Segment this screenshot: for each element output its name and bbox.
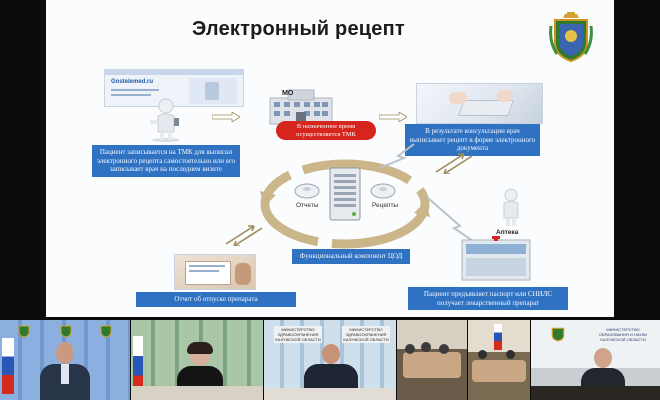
caption-patient-tmk: Пациент записывается на ТМК для выписки … bbox=[92, 145, 240, 177]
coat-of-arms-icon bbox=[551, 327, 565, 342]
double-arrow-icon bbox=[225, 225, 263, 246]
reports-disc-icon bbox=[294, 183, 320, 199]
flag bbox=[2, 338, 14, 394]
arrow-right-icon bbox=[212, 112, 240, 122]
caption-report: Отчет об отпуске препарата bbox=[136, 292, 296, 307]
participant bbox=[36, 342, 94, 400]
site-logo: Gostelemed.ru bbox=[111, 79, 154, 85]
person-figure-icon bbox=[503, 188, 519, 226]
server-icon bbox=[329, 167, 361, 221]
pharmacy-label: Аптека bbox=[496, 229, 519, 236]
ministry-sign: МИНИСТЕРСТВО ОБРАЗОВАНИЯ И НАУКИ КАЛУЖСК… bbox=[598, 327, 648, 342]
caption-doctor-prescribes: В результате консультации врач выписывае… bbox=[405, 124, 540, 156]
ministry-sign: МИНИСТЕРСТВО ЗДРАВООХРАНЕНИЯ КАЛУЖСКОЙ О… bbox=[274, 326, 322, 343]
video-tile[interactable] bbox=[131, 320, 263, 400]
caption-component: Функциональный компонент ЦОД bbox=[292, 249, 410, 264]
video-tile[interactable] bbox=[397, 320, 467, 400]
video-tile[interactable] bbox=[468, 320, 530, 400]
cycle-ring-icon bbox=[260, 159, 430, 249]
person-figure-icon bbox=[150, 98, 180, 142]
video-conference-strip: МИНИСТЕРСТВО ЗДРАВООХРАНЕНИЯ КАЛУЖСКОЙ О… bbox=[0, 320, 660, 400]
coat-of-arms-icon bbox=[100, 325, 112, 338]
connection-zigzag-icon bbox=[379, 143, 415, 169]
pharmacy-counter-icon bbox=[461, 236, 531, 281]
caption-patient-pharmacy: Пациент предъявляет паспорт или СНИЛС по… bbox=[408, 287, 568, 310]
video-tile[interactable]: МИНИСТЕРСТВО ЗДРАВООХРАНЕНИЯ КАЛУЖСКОЙ О… bbox=[264, 320, 396, 400]
ministry-sign: МИНИСТЕРСТВО ЗДРАВООХРАНЕНИЯ КАЛУЖСКОЙ О… bbox=[342, 326, 390, 343]
recipes-label: Рецепты bbox=[372, 202, 399, 209]
gostelemed-site-thumbnail: Gostelemed.ru bbox=[104, 69, 244, 107]
coat-of-arms-icon bbox=[18, 325, 30, 338]
caption-tmk-time: В назначенное время осуществляется ТМК bbox=[276, 121, 376, 140]
flag bbox=[494, 324, 502, 350]
shared-slide: Электронный рецепт Gostelemed.ru Пациент… bbox=[46, 0, 614, 317]
double-arrow-icon bbox=[435, 153, 473, 174]
flag bbox=[133, 336, 143, 396]
reports-label: Отчеты bbox=[296, 202, 319, 209]
coat-of-arms-icon bbox=[60, 325, 72, 338]
recipes-disc-icon bbox=[370, 183, 396, 199]
arrow-right-icon bbox=[379, 112, 407, 122]
video-tile[interactable] bbox=[0, 320, 130, 400]
video-tile[interactable]: МИНИСТЕРСТВО ОБРАЗОВАНИЯ И НАУКИ КАЛУЖСК… bbox=[531, 320, 660, 400]
hospital-building-icon bbox=[269, 89, 333, 125]
coat-of-arms-icon bbox=[549, 12, 593, 62]
slide-title: Электронный рецепт bbox=[192, 18, 405, 40]
mo-label: МО bbox=[282, 90, 294, 97]
report-photo bbox=[174, 254, 256, 290]
doctor-keyboard-photo bbox=[416, 83, 543, 124]
